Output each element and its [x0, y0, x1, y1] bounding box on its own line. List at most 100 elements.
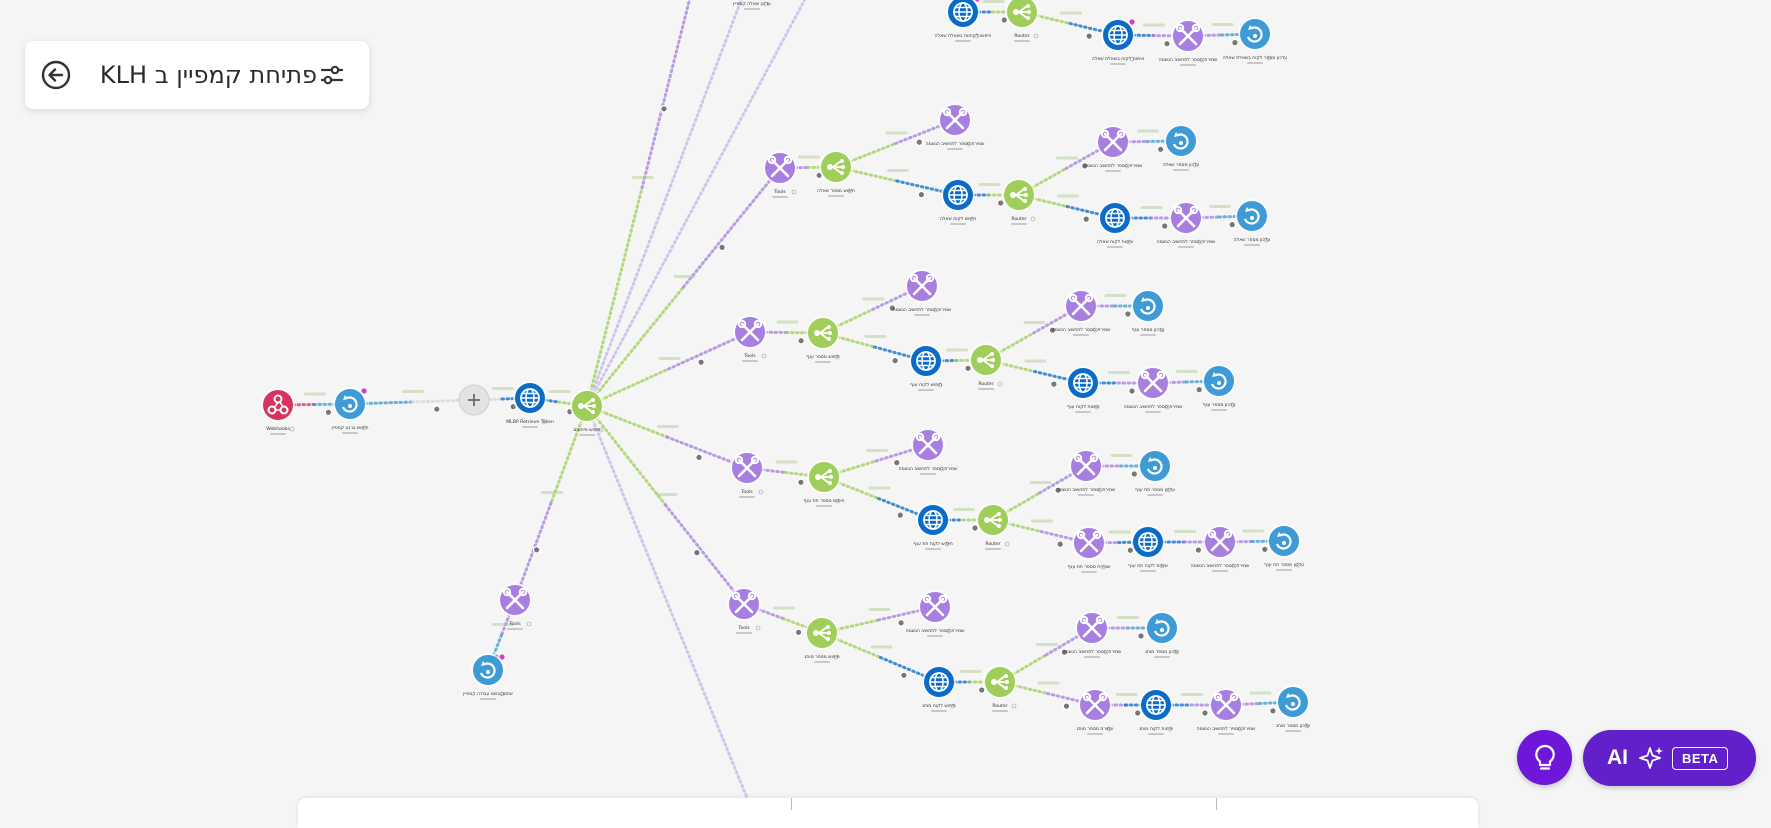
module-app[interactable]: עדכון מספר שאלה [1163, 124, 1200, 171]
filter-dot[interactable] [1085, 32, 1094, 40]
route-label[interactable] [1143, 23, 1165, 27]
scenario-canvas[interactable]: Webhooks חיפוש ברגע קמפיין MLBP Retrieve T… [0, 0, 1771, 810]
route-label[interactable] [1110, 454, 1133, 457]
module-router[interactable]: Router [983, 665, 1017, 712]
filter-dot[interactable] [1137, 632, 1145, 640]
module-router[interactable]: חיפוש מספר ענף [806, 316, 840, 363]
module-tools[interactable]: שמירת מספר לתחשיב הגשמה [1057, 449, 1117, 496]
filter-dot[interactable] [693, 548, 701, 557]
filter-dot[interactable] [1160, 222, 1169, 230]
route-label[interactable] [953, 508, 975, 511]
module-app[interactable]: חיפוש ברגע קמפיין [332, 387, 369, 434]
module-tools[interactable]: שמירת מספר לתחשיב הגשמה [1052, 289, 1112, 336]
filter-dot[interactable] [1062, 702, 1071, 710]
module-http[interactable]: חיפוש לקוח שאלה [940, 178, 976, 225]
module-app[interactable]: עדכון מספר מותג [1145, 611, 1179, 658]
filter-dot[interactable] [891, 356, 899, 365]
filter-dot[interactable] [1082, 215, 1091, 223]
route-label[interactable] [868, 608, 891, 611]
route-label[interactable] [1211, 23, 1234, 26]
route-label[interactable] [978, 183, 1001, 186]
module-router[interactable]: Router [1002, 178, 1036, 225]
module-tools[interactable]: שמירת מספר לתחשיב הגשמה [1159, 19, 1219, 66]
route-label[interactable] [491, 623, 514, 626]
module-webhook[interactable]: Webhooks [261, 388, 295, 435]
module-app[interactable]: עדכון מספר תת ענף [1135, 449, 1175, 496]
add-module-button[interactable] [458, 384, 490, 416]
route-label[interactable] [1176, 370, 1198, 373]
filter-dot[interactable] [794, 628, 803, 637]
module-http[interactable]: MLBP Retrieve Token [506, 381, 554, 428]
module-http[interactable]: חיפוש לקוח מותג [922, 665, 956, 712]
filter-dot[interactable] [1231, 38, 1239, 47]
route-label[interactable] [862, 297, 885, 301]
module-tools[interactable]: שמירת מספר לתחשיב הגשמה [899, 428, 959, 475]
module-tools[interactable]: Tools [727, 587, 761, 634]
filter-dot[interactable] [1163, 39, 1171, 48]
route-label[interactable] [1117, 616, 1139, 619]
filter-dot[interactable] [797, 336, 805, 345]
route-label[interactable] [657, 425, 679, 428]
route-label[interactable] [1249, 691, 1272, 695]
filter-dot[interactable] [1133, 709, 1142, 717]
filter-dot[interactable] [1081, 162, 1089, 170]
module-http[interactable]: חיפוש לקוח ענף [909, 344, 943, 391]
module-tools[interactable]: Tools [733, 315, 767, 362]
route-label[interactable] [1024, 359, 1047, 363]
module-http[interactable]: אימות לקוח בשאלת שאלה [1092, 18, 1145, 65]
route-label[interactable] [1108, 371, 1130, 374]
filter-dot[interactable] [888, 304, 897, 312]
module-tools[interactable]: שמירת מספר לתחשיב הגשמה [926, 103, 986, 150]
route-label[interactable] [1029, 481, 1052, 484]
connection-line[interactable] [585, 404, 754, 810]
filter-dot[interactable] [896, 511, 905, 519]
route-label[interactable] [864, 335, 887, 338]
filter-dot[interactable] [892, 458, 901, 467]
filter-dot[interactable] [900, 671, 908, 680]
module-router[interactable]: חיפוש מספר מותג [804, 616, 840, 663]
module-tools[interactable]: שמירת מספר לתחשיב הגשמה [1084, 125, 1144, 172]
route-label[interactable] [304, 392, 326, 396]
filter-dot[interactable] [977, 686, 986, 694]
module-app[interactable]: עדכון שאלה קמפיין [733, 0, 771, 10]
route-label[interactable] [402, 390, 424, 393]
route-label[interactable] [1108, 530, 1131, 534]
module-http[interactable]: חיפוש לקוחות בשאלת שאלה [935, 0, 992, 42]
filter-dot[interactable] [1130, 470, 1139, 478]
module-router[interactable]: חיפוש מספר תת ענף [803, 460, 845, 507]
module-router[interactable]: חיפוש מיתוגים [570, 389, 604, 436]
route-label[interactable] [1209, 205, 1231, 208]
ai-assistant-button[interactable]: AI BETA [1583, 730, 1756, 786]
connection-line[interactable] [585, 404, 746, 606]
route-label[interactable] [548, 390, 571, 393]
filter-dot[interactable] [532, 545, 541, 554]
route-label[interactable] [1242, 529, 1264, 533]
route-label[interactable] [885, 131, 908, 135]
scenario-title[interactable]: פתיחת קמפיין ב KLH [99, 61, 317, 89]
route-label[interactable] [492, 387, 514, 390]
connection-line[interactable] [585, 166, 782, 408]
route-label[interactable] [798, 155, 820, 159]
filter-dot[interactable] [660, 105, 668, 113]
route-label[interactable] [673, 275, 696, 278]
route-label[interactable] [1057, 194, 1079, 198]
filter-dot[interactable] [1056, 540, 1065, 548]
connection-line[interactable] [585, 0, 697, 408]
route-label[interactable] [1140, 206, 1163, 209]
route-label[interactable] [887, 169, 909, 172]
route-label[interactable] [1031, 519, 1053, 523]
module-http[interactable]: אימות לקוח ענף [1066, 366, 1100, 413]
module-app[interactable]: עדכון מספר ענף [1202, 364, 1236, 411]
route-label[interactable] [541, 491, 563, 494]
connection-line[interactable] [513, 404, 589, 602]
module-tools[interactable]: שמירת מספר לתחשיב הגשמה [906, 590, 966, 637]
filter-dot[interactable] [915, 138, 924, 146]
module-router[interactable]: Router [969, 343, 1003, 390]
filter-dot[interactable] [1060, 648, 1069, 657]
route-label[interactable] [1137, 129, 1159, 133]
route-label[interactable] [776, 320, 799, 324]
route-label[interactable] [1174, 530, 1196, 533]
filter-dot[interactable] [1048, 326, 1057, 335]
module-tools[interactable]: Tools [730, 451, 764, 498]
module-tools[interactable]: Tools [763, 151, 797, 198]
